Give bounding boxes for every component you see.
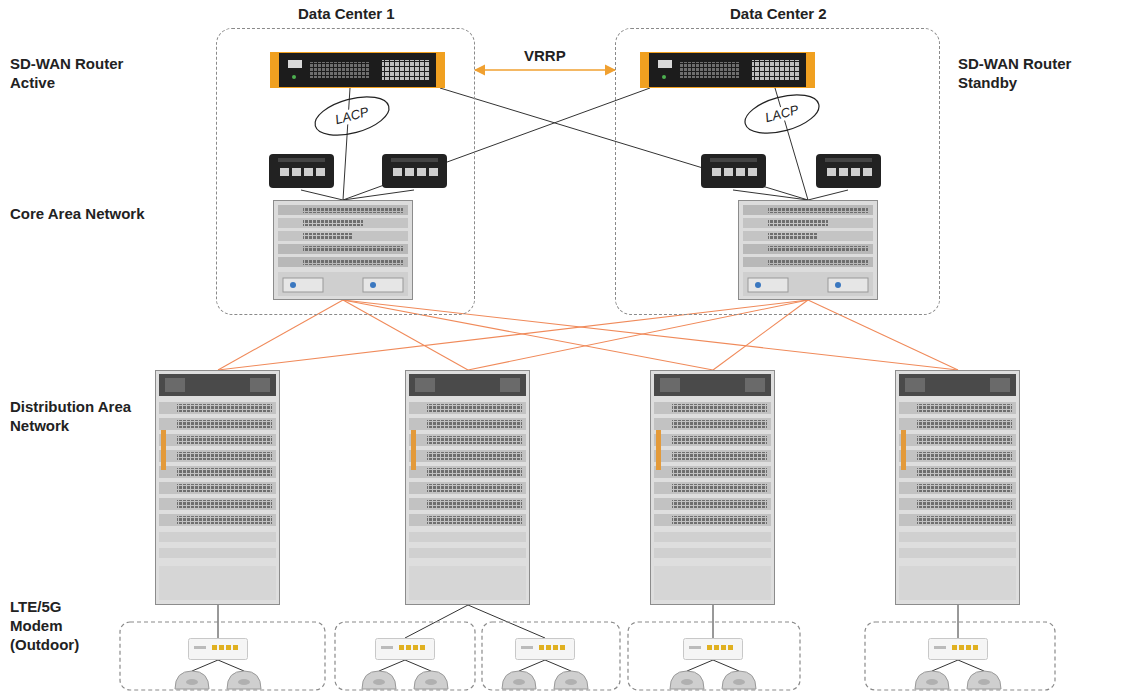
uplink-line bbox=[468, 300, 808, 370]
link-line bbox=[713, 660, 739, 671]
uplink-line bbox=[218, 300, 808, 370]
uplink-line bbox=[713, 300, 808, 370]
link-line bbox=[192, 660, 218, 671]
modem-icon bbox=[376, 639, 435, 660]
uplink-line bbox=[343, 300, 713, 370]
link-line bbox=[733, 190, 808, 200]
uplink-line bbox=[343, 300, 958, 370]
link-line bbox=[687, 660, 713, 671]
distribution-switch-icon bbox=[896, 371, 1020, 605]
site-boxes bbox=[120, 622, 1055, 690]
lacp-ellipse bbox=[311, 90, 393, 143]
antenna-icon bbox=[722, 671, 756, 689]
antenna-icon bbox=[414, 671, 448, 689]
antenna-icon bbox=[915, 671, 949, 689]
link-line bbox=[343, 88, 650, 200]
link-line bbox=[343, 88, 350, 200]
link-line bbox=[545, 660, 571, 671]
uplink-lines bbox=[218, 300, 958, 370]
antenna-icon bbox=[227, 671, 261, 689]
tier-label: SD-WAN Router Active bbox=[10, 55, 135, 93]
site-box bbox=[482, 622, 620, 690]
link-line bbox=[713, 605, 714, 638]
modem-icon bbox=[189, 639, 248, 660]
site-box bbox=[120, 622, 325, 690]
router-icon bbox=[640, 52, 815, 88]
tier-label: Distribution Area Network bbox=[10, 398, 132, 436]
tier-label: LTE/5G Modem (Outdoor) bbox=[10, 598, 102, 654]
antenna-icon bbox=[554, 671, 588, 689]
link-line bbox=[301, 190, 343, 200]
antenna-icon bbox=[362, 671, 396, 689]
modem-icon bbox=[929, 639, 988, 660]
modem-icon bbox=[684, 639, 743, 660]
appliance-icon bbox=[269, 154, 334, 188]
core-switch-icon bbox=[274, 201, 413, 300]
box-heading: Data Center 2 bbox=[730, 5, 827, 22]
core-switch-icon bbox=[739, 201, 878, 300]
antenna-icon bbox=[502, 671, 536, 689]
lacp-ellipse bbox=[741, 88, 823, 141]
tier-label: Core Area Network bbox=[10, 205, 190, 224]
lacp-label: LACP bbox=[762, 102, 802, 126]
data-center-box: Data Center 2 bbox=[615, 28, 940, 315]
link-line bbox=[932, 660, 958, 671]
link-line bbox=[379, 660, 405, 671]
site-box bbox=[335, 622, 475, 690]
antenna-icon bbox=[670, 671, 704, 689]
link-line bbox=[343, 190, 414, 200]
appliance-icon bbox=[816, 154, 881, 188]
distribution-switch-icon bbox=[406, 371, 530, 605]
link-line bbox=[218, 660, 244, 671]
distribution-switch-icon bbox=[156, 371, 280, 605]
appliance-icon bbox=[382, 154, 447, 188]
box-heading: Data Center 1 bbox=[298, 5, 395, 22]
link-line bbox=[405, 660, 431, 671]
distribution-switch-icon bbox=[651, 371, 775, 605]
modem-icon bbox=[516, 639, 575, 660]
antenna-icon bbox=[175, 671, 209, 689]
tier-label: SD-WAN Router Standby bbox=[958, 55, 1083, 93]
lacp-label: LACP bbox=[332, 104, 372, 128]
link-line bbox=[958, 605, 959, 638]
edge-label: VRRP bbox=[521, 47, 569, 64]
antenna-icon bbox=[967, 671, 1001, 689]
uplink-line bbox=[343, 300, 468, 370]
appliance-icon bbox=[701, 154, 766, 188]
site-box bbox=[628, 622, 800, 690]
data-center-box: Data Center 1 bbox=[216, 28, 475, 315]
lacp-lines bbox=[301, 88, 848, 200]
uplink-line bbox=[218, 300, 343, 370]
link-line bbox=[519, 660, 545, 671]
site-box bbox=[865, 622, 1055, 690]
link-line bbox=[808, 190, 848, 200]
link-line bbox=[958, 660, 984, 671]
vrrp-arrow bbox=[475, 69, 615, 71]
uplink-line bbox=[808, 300, 958, 370]
router-icon bbox=[270, 52, 445, 88]
